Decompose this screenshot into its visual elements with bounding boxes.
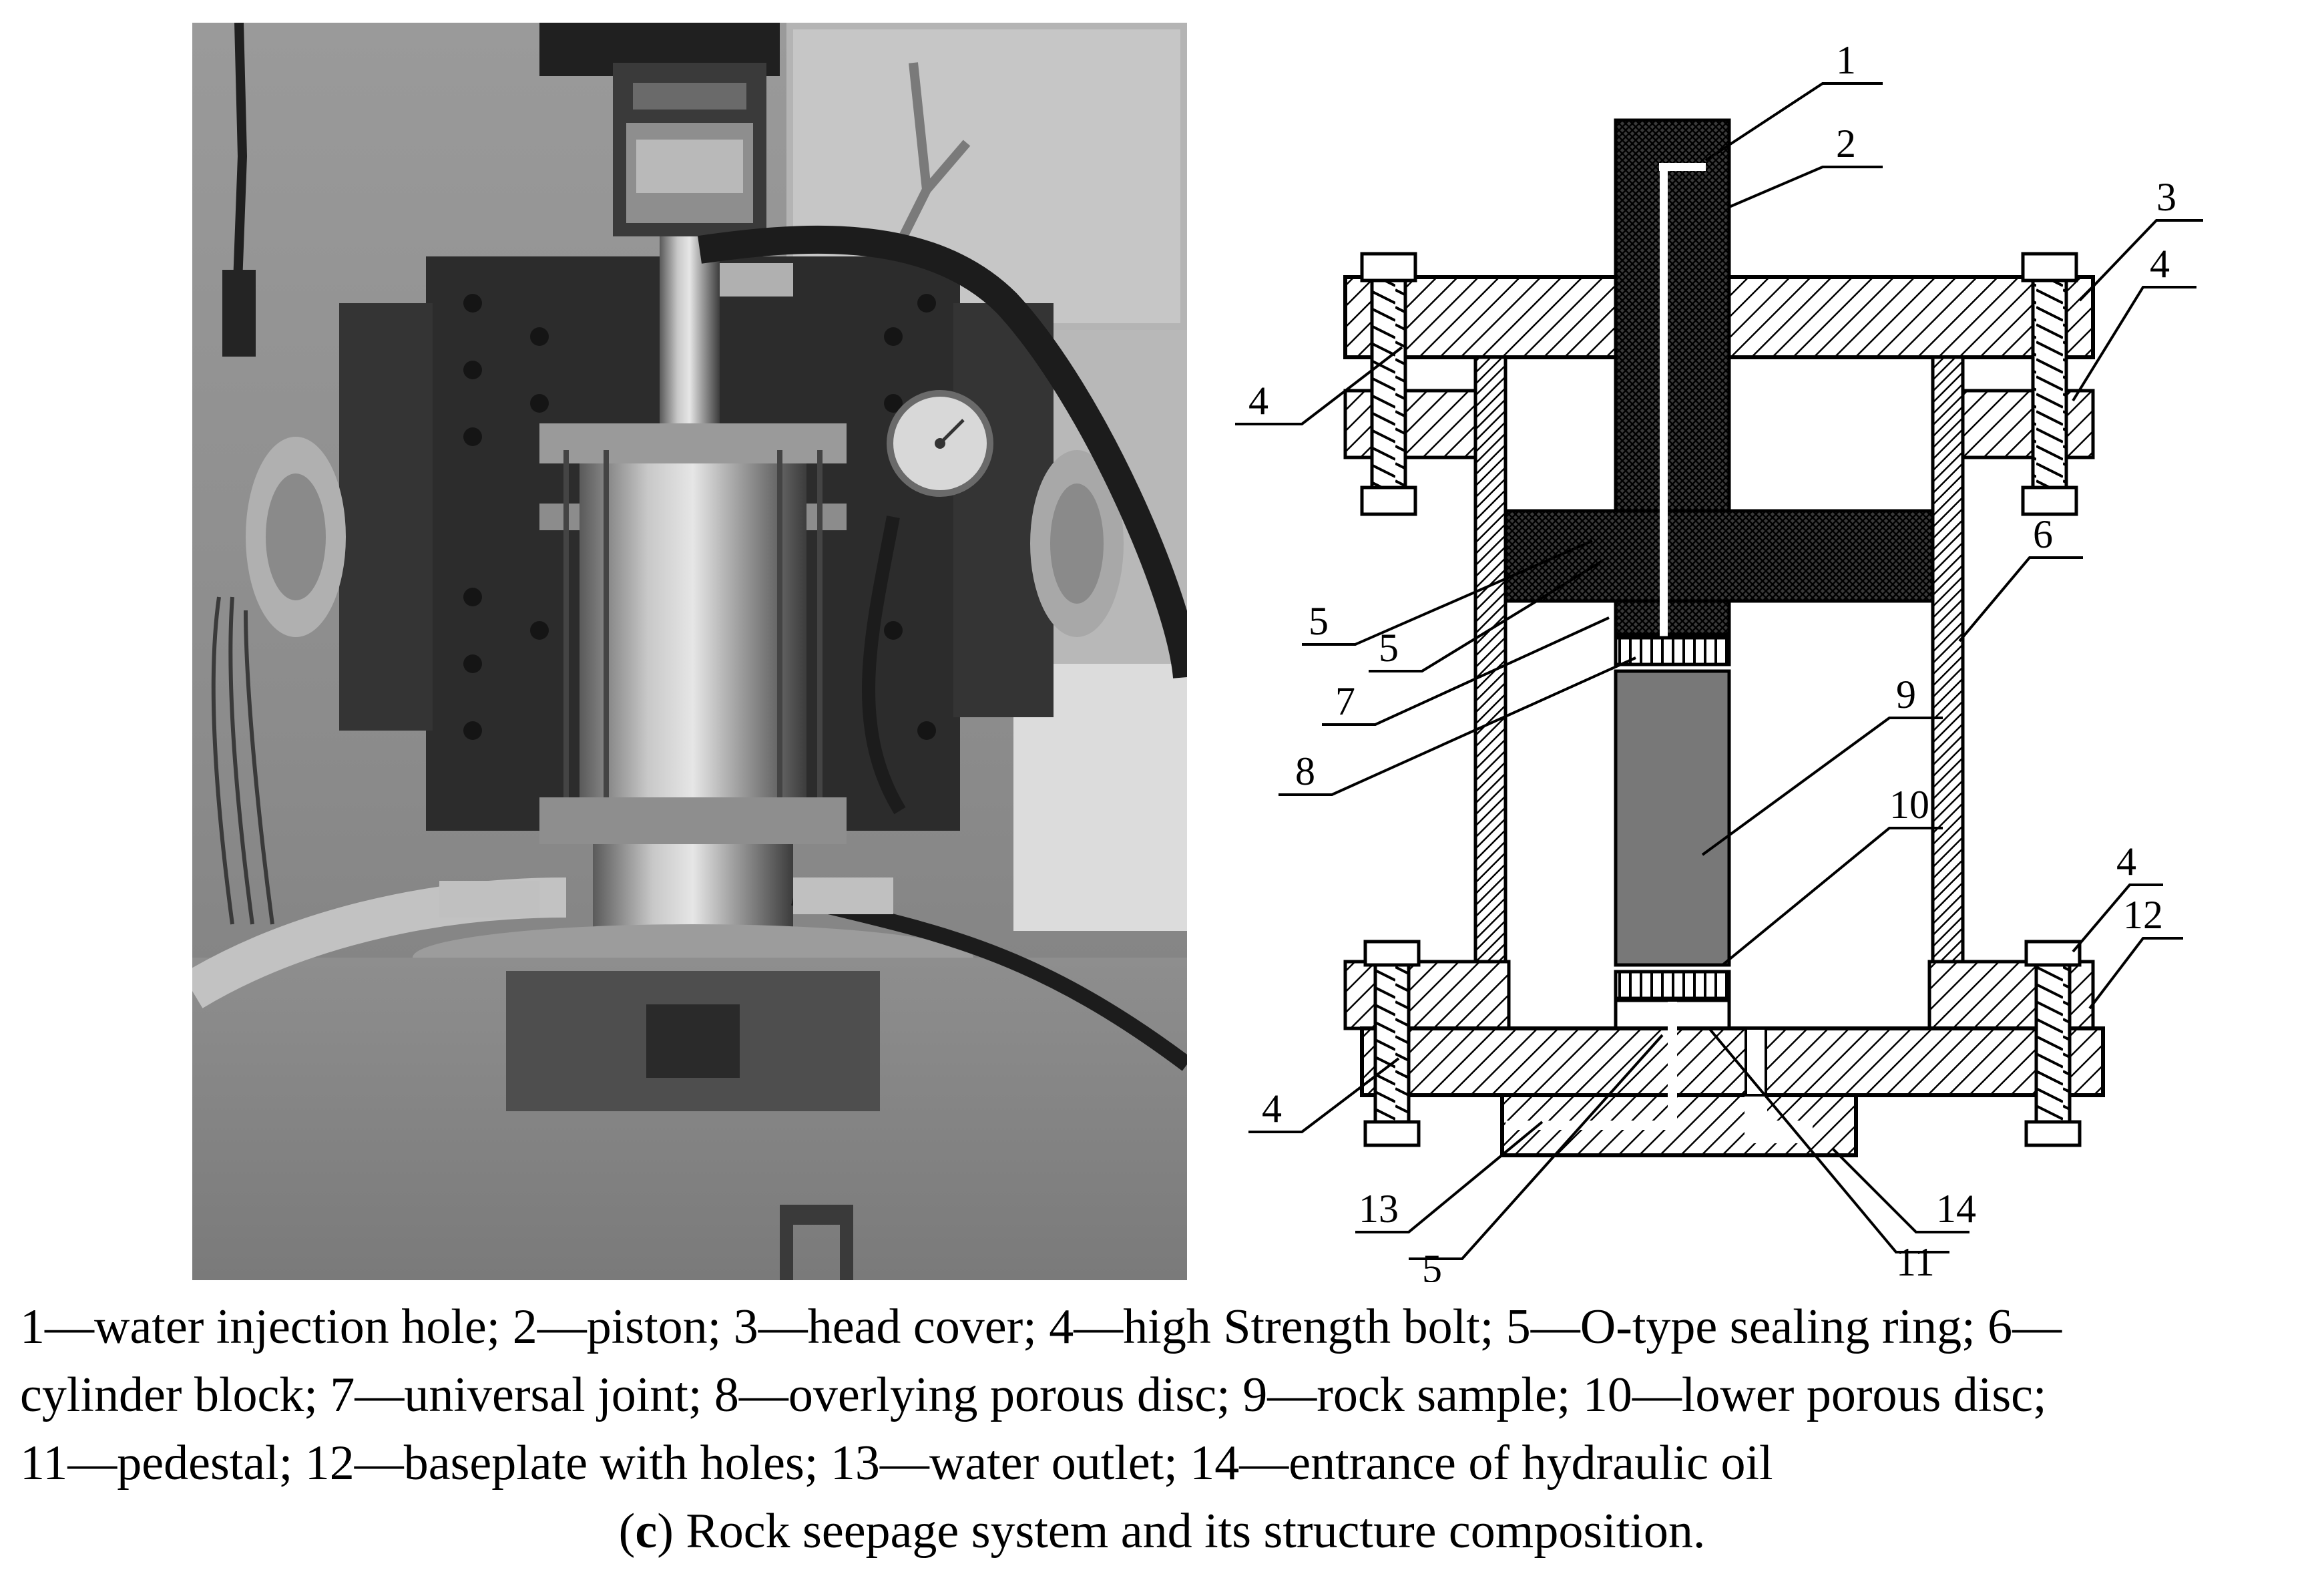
label-4a: 4: [2150, 242, 2170, 286]
subcaption-close-paren: ): [657, 1504, 674, 1559]
figure-subcaption: (c) Rock seepage system and its structur…: [0, 1507, 2324, 1556]
subcaption-text: Rock seepage system and its structure co…: [673, 1504, 1706, 1559]
baseplate-with-holes: [1360, 1026, 2105, 1097]
label-5c: 5: [1422, 1247, 1442, 1282]
label-3: 3: [2156, 175, 2176, 219]
caption-legend-line-2: cylinder block; 7—universal joint; 8—ove…: [20, 1368, 2047, 1422]
label-12: 12: [2123, 893, 2163, 937]
label-8: 8: [1295, 749, 1315, 793]
bolt-top-left: [1360, 252, 1417, 516]
label-5b: 5: [1379, 626, 1399, 670]
bolt-bottom-right: [2024, 940, 2082, 1147]
caption-legend-line-3: 11—pedestal; 12—baseplate with holes; 13…: [20, 1436, 1773, 1491]
piston: [1503, 118, 1935, 636]
label-1: 1: [1836, 38, 1856, 82]
label-14: 14: [1936, 1187, 1976, 1231]
lower-porous-disc: [1614, 970, 1731, 1000]
subcaption-open-paren: (: [618, 1504, 636, 1559]
part-labels: 1 2 3 4 4 5 5 6 7 8 9 10 4 12 4 13 5 11 …: [1248, 38, 2176, 1291]
bolt-bottom-left: [1363, 940, 1421, 1147]
structure-diagram: 1 2 3 4 4 5 5 6 7 8 9 10 4 12 4 13 5 11 …: [1208, 27, 2303, 1291]
seepage-apparatus-photo: [182, 22, 1201, 1280]
water-injection-channel: [1659, 163, 1706, 654]
label-4d: 4: [1262, 1087, 1282, 1131]
subcaption-letter: c: [635, 1504, 658, 1559]
label-2: 2: [1836, 122, 1856, 166]
label-13: 13: [1359, 1187, 1399, 1231]
water-outlet-channel: [1505, 1002, 1677, 1130]
bolt-top-right: [2021, 252, 2078, 516]
rock-sample: [1614, 669, 1731, 967]
label-5a: 5: [1309, 599, 1329, 643]
label-11: 11: [1896, 1240, 1935, 1282]
overlying-porous-disc: [1614, 636, 1731, 666]
caption-legend-line-1: 1—water injection hole; 2—piston; 3—head…: [20, 1300, 2062, 1354]
label-4c: 4: [2116, 839, 2136, 884]
label-10: 10: [1889, 783, 1929, 827]
label-4b: 4: [1248, 379, 1268, 423]
label-7: 7: [1335, 679, 1355, 723]
leader-lines: [1235, 82, 2203, 1260]
label-9: 9: [1896, 672, 1916, 717]
label-6: 6: [2033, 512, 2053, 556]
